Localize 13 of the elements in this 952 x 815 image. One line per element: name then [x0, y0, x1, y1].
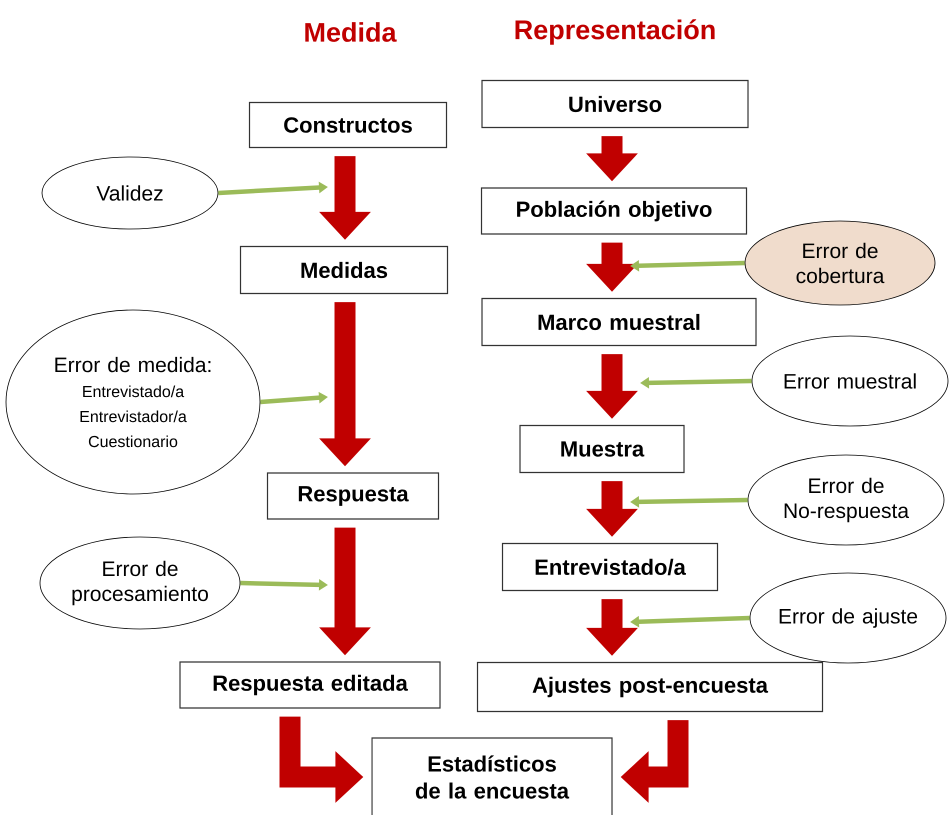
process-box: Respuesta editada	[179, 661, 441, 709]
process-box: Medidas	[240, 246, 448, 294]
process-box: Ajustes post-encuesta	[476, 662, 824, 712]
process-box: Estadísticos de la encuesta	[371, 737, 613, 815]
process-box: Entrevistado/a	[502, 542, 718, 592]
process-box: Constructos	[248, 102, 448, 148]
process-box: Marco muestral	[481, 298, 757, 346]
process-box: Universo	[481, 80, 749, 128]
process-box: Población objetivo	[480, 187, 748, 235]
process-box: Muestra	[519, 424, 685, 474]
process-box: Respuesta	[266, 472, 440, 520]
column-heading: Representación	[516, 19, 715, 45]
column-heading: Medida	[305, 22, 397, 42]
